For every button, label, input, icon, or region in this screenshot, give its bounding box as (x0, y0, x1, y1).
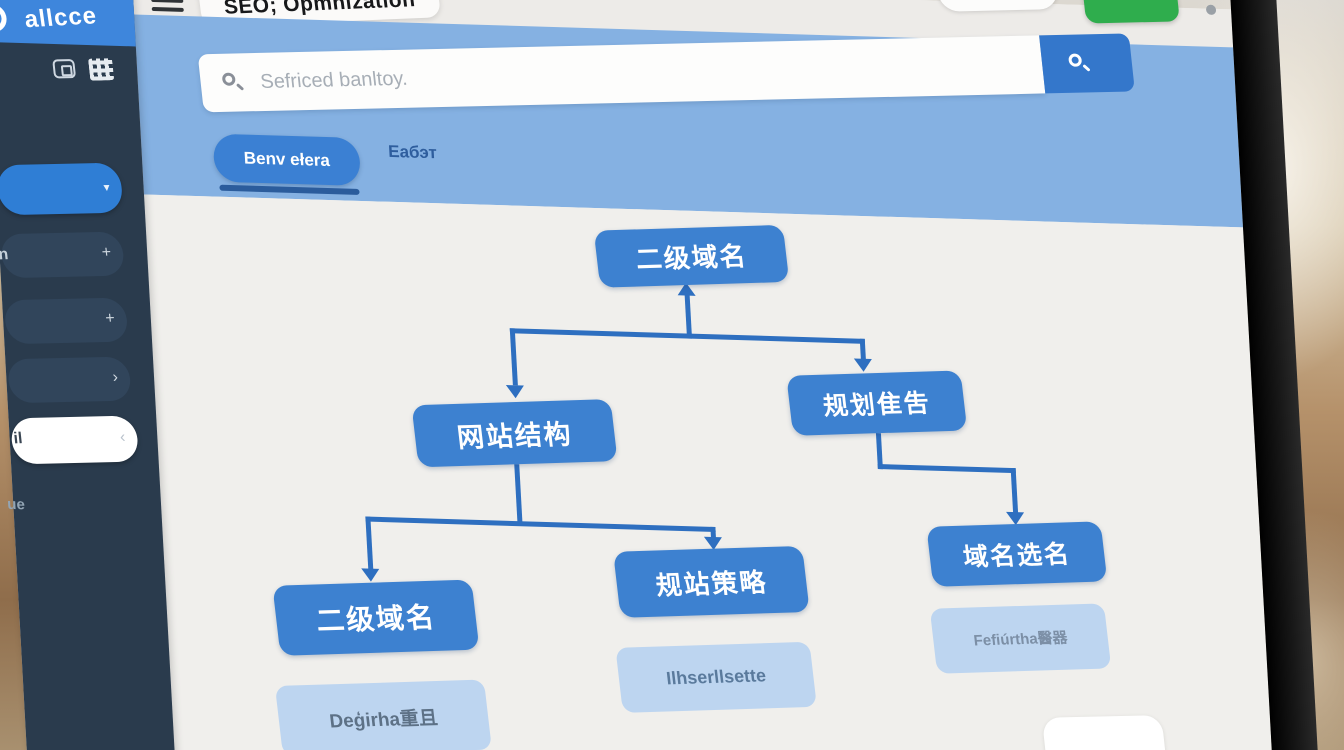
search-icon (1067, 53, 1091, 73)
flow-node-l3-right[interactable]: 域名选名 (926, 521, 1108, 587)
flow-subnode-left[interactable]: Deģirha重且 (274, 679, 492, 750)
grid-icon[interactable] (88, 58, 115, 81)
tab-active[interactable]: Benv ełera (212, 133, 362, 186)
brand-name: allcce (22, 2, 99, 34)
flow-subnode-right[interactable]: Fefiúrtha醫器 (929, 603, 1112, 674)
flow-node-root[interactable]: 二级域名 (593, 224, 790, 288)
image-icon[interactable] (52, 58, 77, 79)
sidebar-item-label-fragment: n (0, 246, 10, 264)
sidebar-item-2[interactable]: n + (0, 231, 126, 279)
sidebar-item-3[interactable]: + (2, 297, 130, 345)
search-button[interactable] (1039, 33, 1135, 94)
plus-icon: + (100, 243, 113, 262)
plus-icon: + (104, 309, 116, 328)
sidebar-header: allcce (0, 0, 136, 47)
hamburger-menu-icon[interactable] (151, 0, 184, 16)
sidebar-icons (52, 58, 115, 81)
arrowhead-down-icon (853, 358, 873, 373)
flow-subnode-middle[interactable]: Ilhserllsette (615, 641, 817, 713)
sidebar-item-4[interactable]: › (6, 356, 133, 404)
bottom-right-pill (1041, 715, 1168, 750)
arrowhead-down-icon (505, 385, 525, 399)
chevron-right-icon: › (111, 368, 119, 387)
app-window: SEO; Opmnization Benv ełera Eабэт (0, 0, 1277, 750)
chevron-left-icon: ‹ (119, 428, 127, 447)
page-title: SEO; Opmnization (222, 0, 417, 19)
topbar-green-button[interactable] (1081, 0, 1180, 24)
tab-inactive[interactable]: Eабэт (387, 141, 438, 163)
sidebar-item-active[interactable]: ▾ (0, 162, 125, 216)
topbar-dot-icon (1205, 4, 1217, 15)
search-icon (221, 72, 245, 92)
chevron-down-icon: ▾ (102, 180, 111, 195)
sidebar-search-fragment: il (12, 430, 24, 448)
flow-node-l3-middle[interactable]: 规站策略 (613, 545, 810, 618)
search-input[interactable] (257, 52, 997, 95)
tab-active-label: Benv ełera (243, 148, 331, 171)
sidebar-search-pill[interactable]: il ‹ (9, 415, 140, 465)
flow-node-l3-left[interactable]: 二级域名 (272, 579, 480, 656)
brand-logo-icon (0, 3, 8, 33)
flow-node-l2-right[interactable]: 规划隹吿 (786, 370, 968, 436)
flow-node-l2-left[interactable]: 网站结构 (411, 399, 618, 468)
sidebar-footer-text: ue (6, 495, 26, 514)
arrowhead-down-icon (361, 568, 380, 582)
